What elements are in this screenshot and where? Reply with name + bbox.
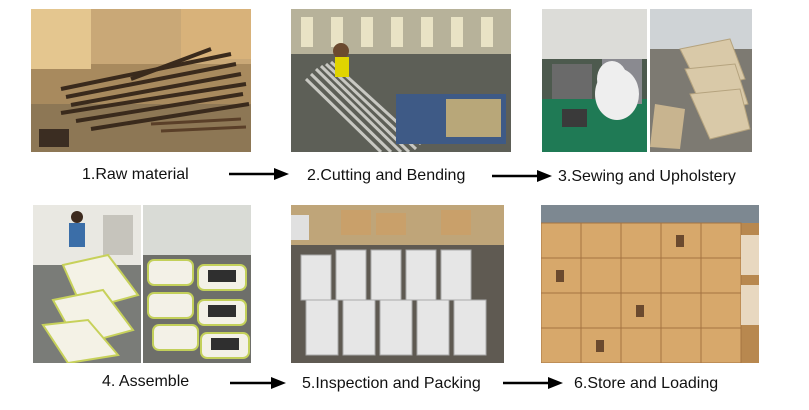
photo-assemble-seats (143, 205, 251, 363)
photo-raw-material (31, 9, 251, 152)
photo-assemble-worker (33, 205, 141, 363)
step-label-inspection-packing: 5.Inspection and Packing (302, 375, 481, 392)
photo-cutting-bending (291, 9, 511, 152)
step-label-store-loading: 6.Store and Loading (574, 375, 719, 392)
photo-store-loading (541, 205, 759, 363)
photo-upholstery (650, 9, 752, 152)
step-label-sewing-upholstery: 3.Sewing and Upholstery (558, 168, 736, 185)
photo-inspection-packing (291, 205, 504, 363)
arrow-right-icon (229, 167, 289, 181)
step-label-raw-material: 1.Raw material (82, 166, 189, 183)
arrow-right-icon (230, 376, 286, 390)
step-label-assemble: 4. Assemble (102, 373, 190, 390)
arrow-right-icon (492, 169, 552, 183)
step-label-cutting-bending: 2.Cutting and Bending (307, 167, 466, 184)
arrow-right-icon (503, 376, 563, 390)
photo-sewing (542, 9, 647, 152)
